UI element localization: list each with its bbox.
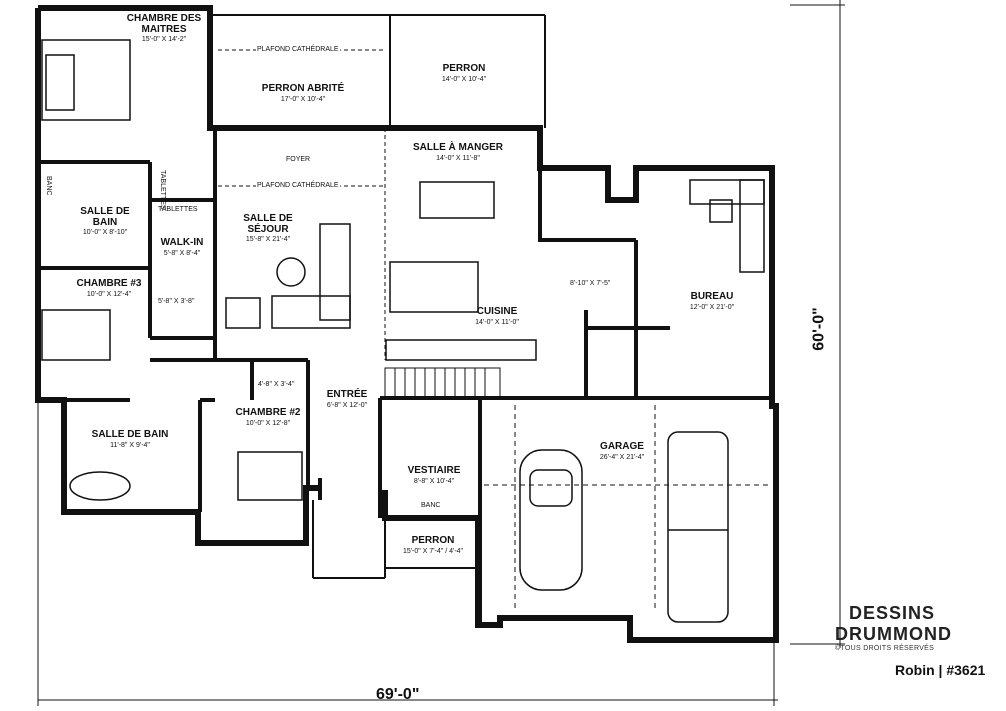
overall-width: 69'-0" — [376, 686, 420, 703]
width-dimension-line — [37, 400, 778, 706]
note-banc-1: BANC — [45, 176, 52, 196]
note-foyer: FOYER — [286, 156, 311, 163]
room-dim: 11'-8" X 9'-4" — [110, 441, 150, 449]
room-dim: 15'-0" X 7'-4" / 4'-4" — [402, 547, 464, 555]
room-cuisine: CUISINE 14'-0" X 11'-0" — [452, 306, 542, 326]
room-dim: 10'-0" X 12'-8" — [245, 419, 291, 427]
dining-table — [419, 181, 495, 219]
room-name: PERRON ABRITÉ — [261, 83, 345, 94]
room-chambre-3: CHAMBRE #3 10'-0" X 12'-4" — [64, 278, 154, 298]
room-name: PERRON — [442, 63, 486, 74]
room-salle-bain-2: SALLE DE BAIN 11'-8" X 9'-4" — [88, 429, 172, 449]
note-closet-2: 4'-8" X 3'-4" — [258, 381, 295, 388]
room-bureau: BUREAU 12'-0" X 21'-0" — [672, 291, 752, 311]
room-chambre-maitres: CHAMBRE DES MAITRES 15'-0" X 14'-2" — [118, 13, 210, 43]
sofa — [225, 223, 351, 329]
room-name: SALLE DE SÉJOUR — [243, 213, 293, 235]
note-banc-2: BANC — [421, 502, 441, 509]
room-dim: 8'-8" X 10'-4" — [413, 477, 455, 485]
note-tablettes-2: TABLETTES — [158, 206, 198, 213]
room-name: GARAGE — [600, 441, 644, 452]
room-salle-sejour: SALLE DE SÉJOUR 15'-8" X 21'-4" — [228, 213, 308, 243]
room-name: VESTIAIRE — [407, 465, 461, 476]
room-dim: 26'-4" X 21'-4" — [599, 453, 645, 461]
room-name: SALLE DE BAIN — [80, 206, 130, 228]
note-plafond-2: PLAFOND CATHÉDRALE — [256, 182, 340, 189]
room-garage: GARAGE 26'-4" X 21'-4" — [580, 441, 664, 461]
room-dim: 10'-0" X 12'-4" — [86, 290, 132, 298]
room-dim: 14'-0" X 10'-4" — [441, 75, 487, 83]
room-salle-bain-1: SALLE DE BAIN 10'-0" X 8'-10" — [70, 206, 140, 236]
desk — [689, 179, 765, 273]
room-name: CUISINE — [476, 306, 518, 317]
room-walk-in: WALK-IN 5'-8" X 8'-4" — [151, 237, 213, 257]
room-chambre-2: CHAMBRE #2 10'-0" X 12'-8" — [228, 407, 308, 427]
room-dim: 15'-8" X 21'-4" — [245, 236, 291, 243]
car — [519, 449, 583, 591]
brand-rights: ©TOUS DROITS RÉSERVÉS — [835, 645, 935, 652]
room-dim: 14'-0" X 11'-0" — [475, 318, 519, 326]
room-dim: 5'-8" X 8'-4" — [163, 249, 201, 257]
room-name: CHAMBRE #3 — [76, 278, 142, 289]
porch-outline — [210, 14, 546, 579]
cathedral-ceiling-lines — [218, 49, 386, 360]
room-name: SALLE DE BAIN — [91, 429, 169, 440]
interior-walls — [38, 128, 774, 625]
room-name: BUREAU — [690, 291, 734, 302]
room-perron-avant: PERRON 15'-0" X 7'-4" / 4'-4" — [384, 535, 482, 555]
room-perron-arriere: PERRON 14'-0" X 10'-4" — [414, 63, 514, 83]
garage-dashed-lines — [484, 405, 770, 612]
room-name: CHAMBRE #2 — [235, 407, 301, 418]
room-dim: 6'-8" X 12'-0" — [326, 401, 368, 409]
room-cellier-dim: 8'-10" X 7'-5" — [570, 280, 611, 287]
brand-line-2: DRUMMOND — [835, 624, 952, 644]
room-salle-manger: SALLE À MANGER 14'-0" X 11'-8" — [398, 142, 518, 162]
kitchen-island — [385, 261, 537, 361]
room-name: CHAMBRE DES MAITRES — [126, 13, 202, 35]
room-dim: 15'-0" X 14'-2" — [141, 36, 187, 43]
room-name: WALK-IN — [160, 237, 204, 248]
room-dim: 14'-0" X 11'-8" — [436, 154, 480, 162]
note-closet-1: 5'-8" X 3'-8" — [158, 298, 195, 305]
room-entree: ENTRÉE 6'-8" X 12'-0" — [314, 389, 380, 409]
master-bed — [41, 39, 131, 121]
bed-chambre-3 — [41, 309, 111, 361]
depth-dimension-line — [790, 0, 845, 648]
note-tablettes-1: TABLETTES — [159, 170, 166, 210]
room-vestiaire: VESTIAIRE 8'-8" X 10'-4" — [396, 465, 472, 485]
staircase — [384, 367, 501, 399]
truck — [667, 431, 729, 623]
overall-depth: 60'-0" — [810, 307, 828, 351]
bed-chambre-2 — [237, 451, 303, 501]
room-name: SALLE À MANGER — [413, 142, 503, 153]
room-name: PERRON — [411, 535, 455, 546]
room-perron-abrite: PERRON ABRITÉ 17'-0" X 10'-4" — [248, 83, 358, 103]
brand-logo: DESSINS DRUMMOND ©TOUS DROITS RÉSERVÉS — [835, 603, 1003, 652]
room-dim: 17'-0" X 10'-4" — [280, 95, 326, 103]
room-name: ENTRÉE — [326, 389, 368, 400]
brand-line-1: DESSINS — [849, 603, 936, 623]
plan-id: Robin | #3621 — [895, 662, 986, 678]
bathtub — [69, 471, 131, 501]
room-dim: 10'-0" X 8'-10" — [82, 229, 128, 236]
room-dim: 12'-0" X 21'-0" — [689, 303, 735, 311]
note-plafond-1: PLAFOND CATHÉDRALE — [256, 46, 340, 53]
